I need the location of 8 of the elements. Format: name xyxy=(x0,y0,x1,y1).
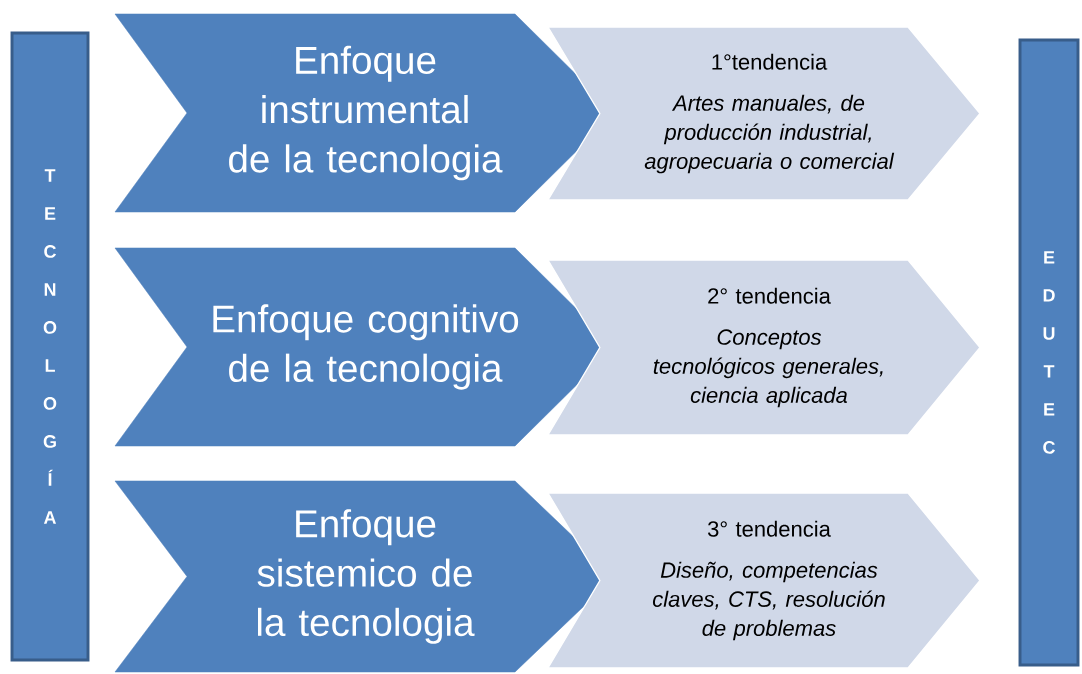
chevron-panel: 1°tendencia Artes manuales, de producción industrial, agropecuaria o comercial xyxy=(546,26,981,201)
chevron-panel: 2° tendencia Conceptos tecnológicos generales, ciencia aplicada xyxy=(546,259,981,436)
chevron-panel: Enfoque cognitivo de la tecnologia xyxy=(114,247,616,447)
chevron-panel: 3° tendencia Diseño, competencias claves, CTS, resolución de problemas xyxy=(546,492,981,669)
chevron-panel: Enfoque instrumental de la tecnologia xyxy=(114,13,616,213)
vertical-bar: E D U T E C xyxy=(1018,38,1080,667)
vertical-bar: T E C N O L O G Í A xyxy=(10,31,90,662)
chevron-panel: Enfoque sistemico de la tecnologia xyxy=(114,480,616,673)
